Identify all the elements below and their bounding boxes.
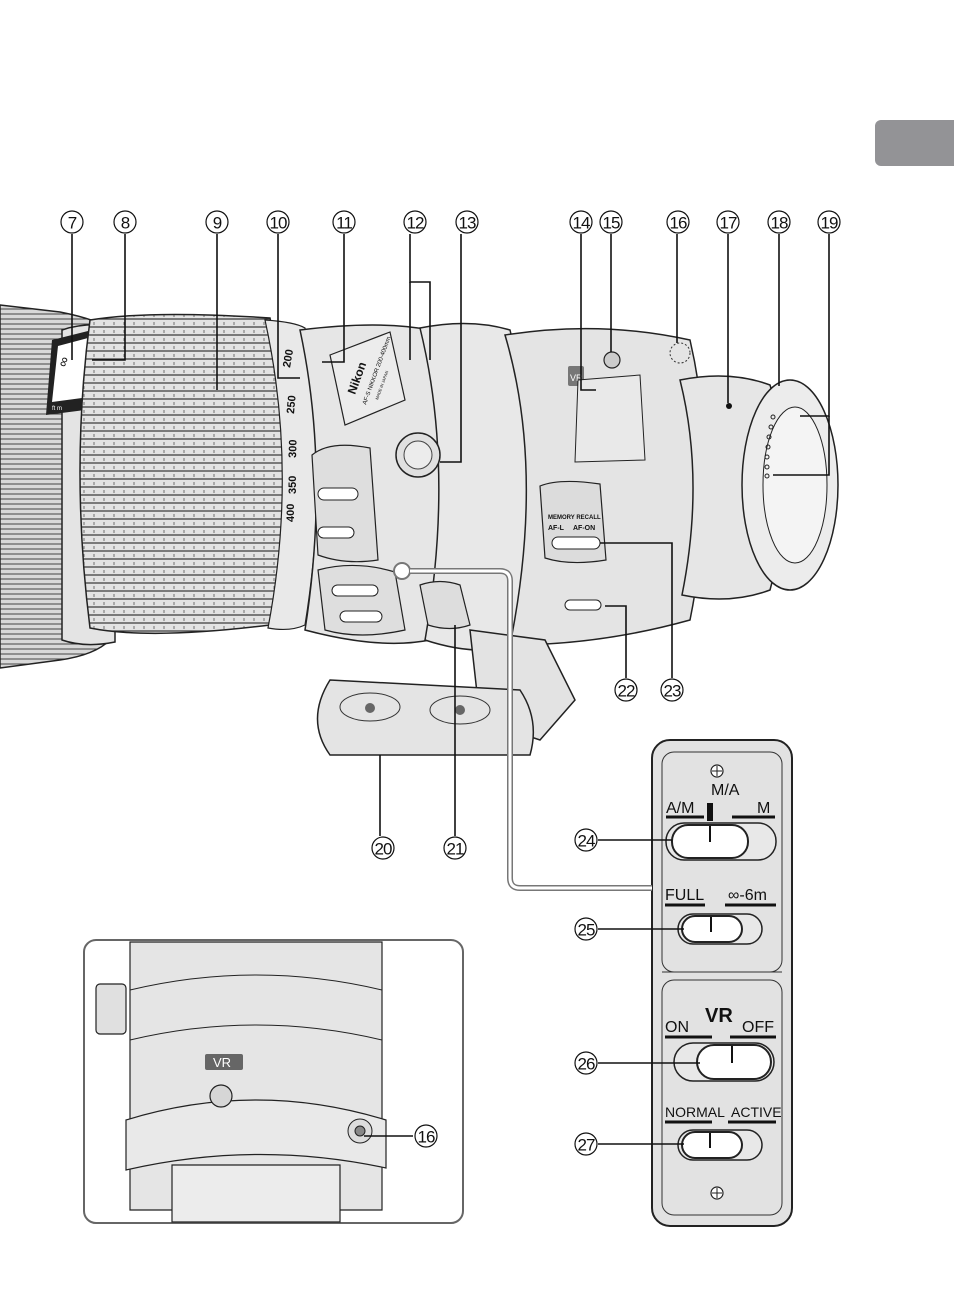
callout-17-label: 17	[720, 214, 737, 233]
vr-off-label: OFF	[742, 1019, 774, 1036]
callout-12: 12	[404, 211, 426, 233]
callout-16-inset-label: 16	[418, 1128, 435, 1147]
mounting-index	[726, 403, 732, 409]
screw-icon	[711, 765, 723, 777]
vr-on-label: ON	[665, 1019, 689, 1036]
focus-mode-switch[interactable]	[666, 823, 776, 860]
callout-10-label: 10	[270, 214, 287, 233]
callout-11: 11	[333, 211, 355, 233]
mini-vr-mode-switch[interactable]	[340, 611, 382, 622]
callout-14: 14	[570, 211, 592, 233]
callout-21-label: 21	[447, 840, 464, 859]
tripod-foot	[318, 630, 576, 755]
callout-14-label: 14	[573, 214, 590, 233]
callout-9: 9	[206, 211, 228, 233]
focus-limit-range-label: ∞-6m	[728, 887, 767, 904]
memory-recall-afl: AF-L	[548, 525, 565, 532]
callout-26: 26	[575, 1052, 597, 1074]
callout-18: 18	[768, 211, 790, 233]
callout-11-label: 11	[336, 214, 352, 233]
tripod-socket-front	[365, 703, 375, 713]
mini-focus-limit-switch[interactable]	[318, 527, 354, 538]
switch-panel-closeup: A/M M/A M FULL ∞-6m VR ON OFF	[652, 740, 792, 1226]
vr-mode-normal-label: NORMAL	[665, 1104, 725, 1120]
tripod-socket-rear	[455, 705, 465, 715]
vr-label: VR	[705, 1005, 733, 1027]
callout-25-label: 25	[578, 921, 595, 940]
callout-24-label: 24	[578, 832, 595, 851]
callout-27-label: 27	[578, 1136, 595, 1155]
callout-26-label: 26	[578, 1055, 595, 1074]
inset-rear-view: VR	[84, 940, 463, 1223]
callout-13-label: 13	[459, 214, 476, 233]
distance-unit-mark: ft m	[52, 406, 62, 412]
callout-15: 15	[600, 211, 622, 233]
focus-mode-ma-label: M/A	[711, 782, 740, 799]
inset-vr-badge-label: VR	[213, 1055, 231, 1070]
callout-16-label: 16	[670, 214, 687, 233]
callout-18-label: 18	[771, 214, 788, 233]
memory-recall-switch[interactable]	[552, 537, 600, 549]
callout-16-inset: 16	[415, 1125, 437, 1147]
inset-collar-knob	[96, 984, 126, 1034]
mini-vr-switch[interactable]	[332, 585, 378, 596]
callout-19: 19	[818, 211, 840, 233]
callout-8: 8	[114, 211, 136, 233]
callout-7: 7	[61, 211, 83, 233]
mini-focus-mode-switch[interactable]	[318, 488, 358, 500]
focus-limit-switch[interactable]	[678, 914, 762, 944]
callout-7-label: 7	[68, 214, 77, 233]
memory-recall-afon: AF-ON	[573, 525, 595, 532]
callout-20: 20	[372, 837, 394, 859]
callout-24: 24	[575, 829, 597, 851]
vr-mode-active-label: ACTIVE	[731, 1104, 782, 1120]
callout-20-label: 20	[375, 840, 392, 859]
lens-mount	[680, 376, 838, 599]
focus-mode-m-label: M	[757, 800, 770, 817]
zoom-scale-300: 300	[287, 439, 300, 458]
callout-19-label: 19	[821, 214, 838, 233]
tripod-collar-lock-knob[interactable]	[396, 433, 440, 477]
zoom-ring[interactable]	[80, 314, 285, 633]
callout-27: 27	[575, 1133, 597, 1155]
zoom-scale-350: 350	[287, 476, 299, 494]
callout-23-label: 23	[664, 682, 681, 701]
rear-barrel: VR	[505, 329, 705, 645]
vr-power-switch[interactable]	[674, 1043, 774, 1081]
screw-icon	[711, 1187, 723, 1199]
focus-function-switch[interactable]	[565, 600, 601, 610]
callout-12-label: 12	[407, 214, 424, 233]
callout-22-label: 22	[618, 682, 635, 701]
memory-recall-title: MEMORY RECALL	[548, 515, 601, 521]
callout-17: 17	[717, 211, 739, 233]
callout-23: 23	[661, 679, 683, 701]
callout-13: 13	[456, 211, 478, 233]
callout-22: 22	[615, 679, 637, 701]
callout-8-label: 8	[121, 214, 130, 233]
callout-9-label: 9	[213, 214, 222, 233]
focus-mode-am-label: A/M	[666, 800, 694, 817]
callout-15-label: 15	[603, 214, 620, 233]
callout-25: 25	[575, 918, 597, 940]
callout-10: 10	[267, 211, 289, 233]
lock-screw[interactable]	[604, 352, 620, 368]
zoom-scale-250: 250	[285, 395, 299, 414]
zoom-scale-400: 400	[285, 504, 297, 522]
focus-limit-full-label: FULL	[665, 887, 704, 904]
vr-mode-switch[interactable]	[678, 1130, 762, 1160]
callout-16: 16	[667, 211, 689, 233]
inset-lock-screw	[210, 1085, 232, 1107]
callout-21: 21	[444, 837, 466, 859]
